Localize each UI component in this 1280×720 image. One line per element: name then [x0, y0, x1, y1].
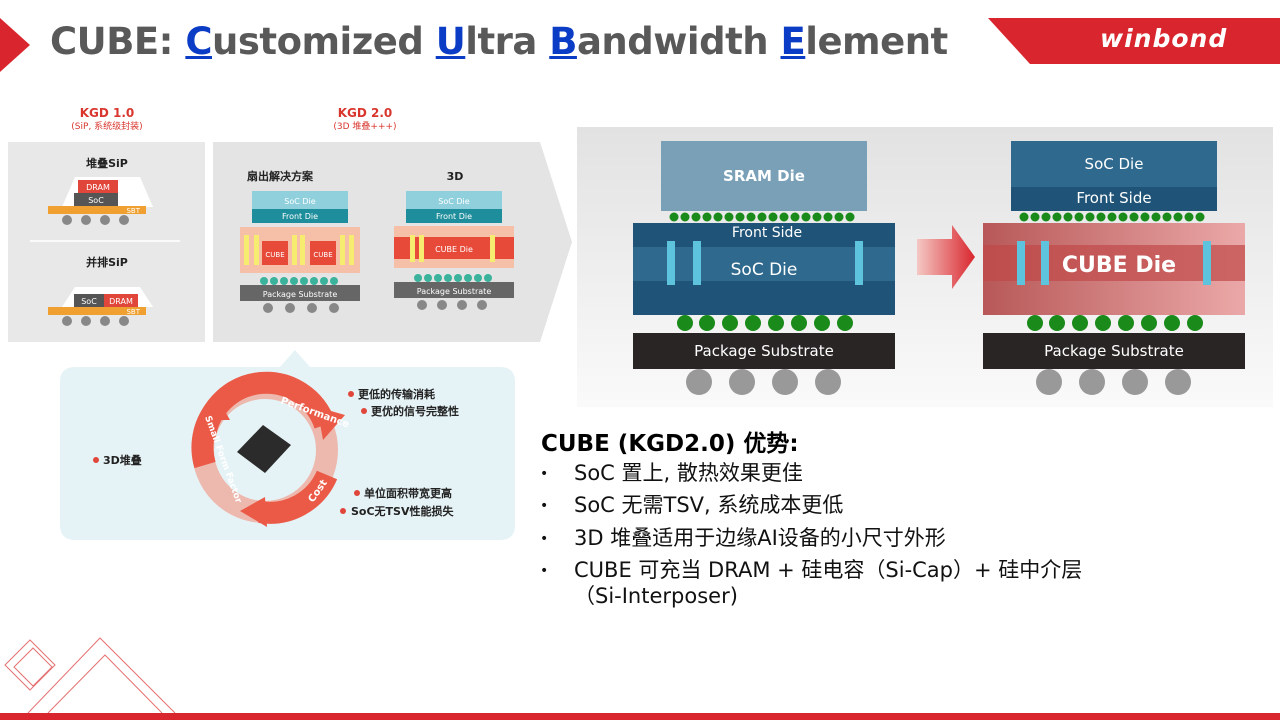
micro-bump: [691, 212, 701, 222]
cycle-point: 更优的信号完整性: [371, 404, 459, 418]
logo-banner: [988, 18, 1280, 64]
soc-die-label: SoC Die: [1085, 155, 1144, 173]
soc-die-label: SoC Die: [731, 260, 798, 280]
sbt-label: SBT: [126, 308, 140, 316]
dram-label: DRAM: [86, 183, 110, 192]
micro-bump: [1118, 212, 1128, 222]
micro-bump: [801, 212, 811, 222]
front-side-label: Front Side: [732, 225, 802, 241]
benefits-cycle: Performance Cost Small Form Factor 3D堆叠 …: [60, 350, 515, 540]
micro-bump: [812, 212, 822, 222]
micro-bump: [1162, 212, 1172, 222]
dram-label: DRAM: [109, 297, 133, 306]
advantage-item: •3D 堆叠适用于边缘AI设备的小尺寸外形: [540, 526, 946, 550]
micro-bump: [1184, 212, 1194, 222]
micro-bump: [680, 212, 690, 222]
advantage-text: SoC 置上, 散热效果更佳: [574, 461, 803, 485]
left-red-triangle: [0, 18, 30, 72]
kgd1-title: KGD 1.0: [80, 106, 135, 120]
micro-bump: [790, 212, 800, 222]
micro-bump: [713, 212, 723, 222]
micro-bump: [1140, 212, 1150, 222]
micro-bump: [724, 212, 734, 222]
soc-die-label: SoC Die: [284, 197, 315, 206]
micro-bump: [1085, 212, 1095, 222]
micro-bump: [702, 212, 712, 222]
stacked-sip-label: 堆叠SiP: [86, 156, 128, 170]
right-arrow-icon: [917, 225, 975, 289]
micro-bump: [1096, 212, 1106, 222]
micro-bump: [1151, 212, 1161, 222]
advantage-text: 3D 堆叠适用于边缘AI设备的小尺寸外形: [574, 526, 946, 550]
kgd2-subtitle: (3D 堆叠+++): [333, 121, 396, 132]
micro-bump: [669, 212, 679, 222]
micro-bump: [1173, 212, 1183, 222]
cube-label: CUBE: [313, 251, 332, 259]
advantages-title: CUBE (KGD2.0) 优势:: [541, 431, 799, 457]
micro-bump: [823, 212, 833, 222]
micro-bump: [1129, 212, 1139, 222]
micro-bump: [746, 212, 756, 222]
front-die-label: Front Die: [436, 212, 472, 221]
micro-bump: [768, 212, 778, 222]
micro-bump: [1030, 212, 1040, 222]
package-substrate-label: Package Substrate: [417, 287, 492, 296]
winbond-logo: winbond: [1100, 24, 1228, 53]
advantage-item: •SoC 无需TSV, 系统成本更低: [540, 493, 844, 517]
micro-bump: [1074, 212, 1084, 222]
advantage-item: •CUBE 可充当 DRAM + 硅电容（Si-Cap）+ 硅中介层: [540, 558, 1083, 582]
side-sip-label: 并排SiP: [86, 255, 128, 269]
soc-vs-cube-diagram: SRAM Die Front Side SoC Die Package Subs…: [577, 127, 1273, 407]
micro-bump: [1019, 212, 1029, 222]
micro-bump: [1052, 212, 1062, 222]
cube-die-label: CUBE Die: [1062, 253, 1176, 278]
micro-bump: [735, 212, 745, 222]
front-side-label: Front Side: [1076, 189, 1151, 207]
front-die-label: Front Die: [282, 212, 318, 221]
cycle-point: 更低的传输消耗: [358, 387, 435, 401]
micro-bump: [845, 212, 855, 222]
package-substrate-label: Package Substrate: [263, 290, 338, 299]
micro-bump: [779, 212, 789, 222]
micro-bump: [834, 212, 844, 222]
page-title: CUBE: Customized Ultra Bandwidth Element: [50, 20, 948, 63]
label-3d: 3D: [447, 170, 464, 183]
kgd2-title: KGD 2.0: [338, 106, 393, 120]
kgd1-subtitle: (SiP, 系统级封装): [71, 120, 142, 132]
advantage-item: •SoC 置上, 散热效果更佳: [540, 461, 803, 485]
sram-die-label: SRAM Die: [723, 167, 805, 185]
package-substrate-label: Package Substrate: [1044, 342, 1184, 360]
fanout-label: 扇出解决方案: [247, 169, 314, 183]
advantage-text: CUBE 可充当 DRAM + 硅电容（Si-Cap）+ 硅中介层: [574, 558, 1083, 582]
micro-bump: [1041, 212, 1051, 222]
micro-bump: [757, 212, 767, 222]
soc-label: SoC: [88, 196, 104, 205]
sbt-label: SBT: [126, 207, 140, 215]
header-decor: [0, 18, 1280, 72]
bottom-bar: [0, 713, 1280, 720]
chip-icon: [237, 425, 291, 473]
cycle-point: 3D堆叠: [103, 453, 142, 467]
soc-die-label: SoC Die: [438, 197, 469, 206]
kgd-diagram: KGD 1.0 (SiP, 系统级封装) KGD 2.0 (3D 堆叠+++) …: [8, 106, 572, 342]
corner-decor: [4, 637, 176, 713]
soc-label: SoC: [81, 297, 97, 306]
cycle-point: 单位面积带宽更高: [364, 486, 452, 500]
micro-bump: [1107, 212, 1117, 222]
cube-label: CUBE: [265, 251, 284, 259]
cube-die-label: CUBE Die: [435, 245, 473, 254]
package-substrate-label: Package Substrate: [694, 342, 834, 360]
micro-bump: [1195, 212, 1205, 222]
advantage-item-continued: （Si-Interposer): [574, 584, 738, 608]
cycle-point: SoC无TSV性能损失: [351, 504, 454, 518]
advantage-text: SoC 无需TSV, 系统成本更低: [574, 493, 844, 517]
micro-bump: [1063, 212, 1073, 222]
